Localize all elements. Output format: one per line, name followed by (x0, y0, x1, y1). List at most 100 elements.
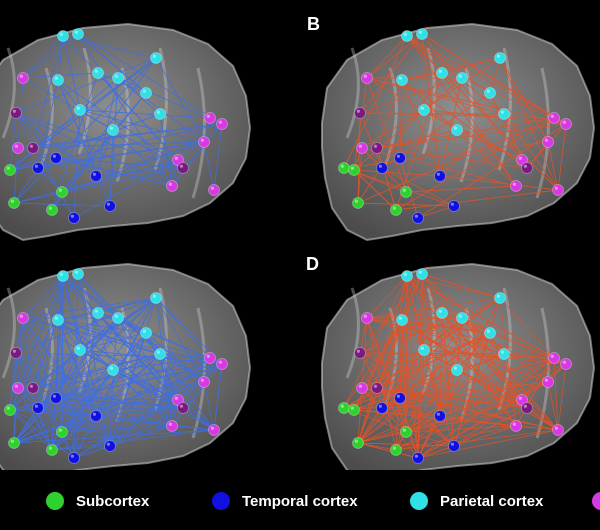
legend-item-subcortex: Subcortex (46, 492, 149, 510)
connection-edge (406, 35, 443, 74)
node-highlight (206, 354, 210, 358)
connection-edge (9, 409, 97, 417)
connection-edge (57, 319, 215, 431)
connection-edge (73, 445, 111, 459)
connection-edge (17, 275, 64, 389)
connection-edge (79, 109, 205, 143)
connection-edge (401, 57, 501, 81)
connection-edge (359, 112, 505, 115)
frontal-node (198, 136, 210, 148)
parietal-node (74, 344, 86, 356)
connection-edge (171, 363, 223, 427)
connection-edge (399, 319, 403, 399)
node-highlight (152, 294, 156, 298)
connection-edge (57, 319, 161, 355)
node-highlight (210, 186, 214, 190)
connection-edge (405, 185, 517, 193)
node-highlight (496, 294, 500, 298)
connection-edge (61, 425, 173, 433)
brain-gyrus (1, 47, 16, 139)
temporal-node (90, 410, 102, 422)
connection-edge (13, 202, 111, 207)
node-highlight (554, 426, 559, 430)
parietal-node (396, 314, 408, 326)
node-highlight (59, 32, 64, 36)
connection-edge (22, 317, 97, 417)
connection-edge (376, 147, 528, 169)
subcortex-node (352, 197, 364, 209)
connection-edge (547, 141, 559, 191)
parietal-node (107, 124, 119, 136)
node-highlight (6, 166, 10, 170)
node-highlight (373, 144, 377, 148)
node-highlight (450, 202, 454, 206)
connection-edge (515, 425, 559, 431)
parietal-node (52, 74, 64, 86)
connection-edge (15, 352, 53, 451)
node-highlight (29, 144, 33, 148)
parietal-node (72, 268, 84, 280)
parietal-node (154, 108, 166, 120)
node-highlight (340, 164, 344, 168)
parietal-node (107, 364, 119, 376)
connection-edge (77, 33, 223, 125)
connection-edge (376, 117, 555, 149)
connection-edge (423, 109, 567, 125)
deep-node (27, 142, 39, 154)
connection-edge (421, 273, 425, 351)
node-highlight (523, 164, 528, 168)
temporal-node (448, 440, 460, 452)
connection-edge (155, 297, 211, 359)
connection-edge (203, 381, 215, 431)
connection-edge (73, 109, 81, 219)
connection-edge (405, 415, 441, 433)
legend-label: Temporal cortex (242, 492, 358, 510)
brain-gyrus (497, 47, 512, 171)
connection-edge (51, 415, 97, 451)
connection-edge (17, 387, 53, 451)
node-highlight (76, 106, 80, 110)
connection-edge (441, 312, 559, 431)
frontal-node (361, 312, 373, 324)
connection-edge (401, 319, 559, 431)
frontal-node (12, 142, 24, 154)
connection-edge (17, 387, 184, 409)
parietal-node (418, 104, 430, 116)
brain-gyrus (77, 47, 92, 155)
connection-edge (401, 79, 528, 169)
node-highlight (92, 412, 96, 416)
node-highlight (356, 349, 360, 353)
legend-item-frontal (592, 492, 600, 510)
frontal-node (17, 312, 29, 324)
node-highlight (544, 378, 549, 382)
node-highlight (438, 69, 442, 73)
temporal-node (434, 410, 446, 422)
frontal-node (166, 420, 178, 432)
node-highlight (58, 188, 63, 192)
node-highlight (358, 144, 362, 148)
node-highlight (403, 272, 407, 276)
connection-edge (366, 317, 505, 355)
connection-edge (406, 35, 559, 191)
node-highlight (350, 406, 354, 410)
brain-gyrus (1, 287, 16, 379)
connection-edge (13, 167, 39, 204)
connection-edge (51, 275, 64, 451)
connection-edge (109, 77, 119, 207)
node-highlight (14, 144, 18, 148)
connection-edge (17, 387, 111, 447)
connection-edge (357, 72, 443, 204)
node-highlight (486, 329, 490, 333)
temporal-node (32, 402, 44, 414)
node-highlight (396, 154, 400, 158)
connection-edge (417, 399, 523, 459)
node-highlight (70, 214, 74, 218)
deep-node (10, 107, 22, 119)
node-highlight (500, 110, 504, 114)
connection-edge (526, 141, 549, 169)
deep-node (521, 162, 533, 174)
node-highlight (392, 206, 396, 210)
connection-edge (557, 363, 567, 431)
connection-edge (359, 112, 555, 119)
temporal-node (32, 162, 44, 174)
